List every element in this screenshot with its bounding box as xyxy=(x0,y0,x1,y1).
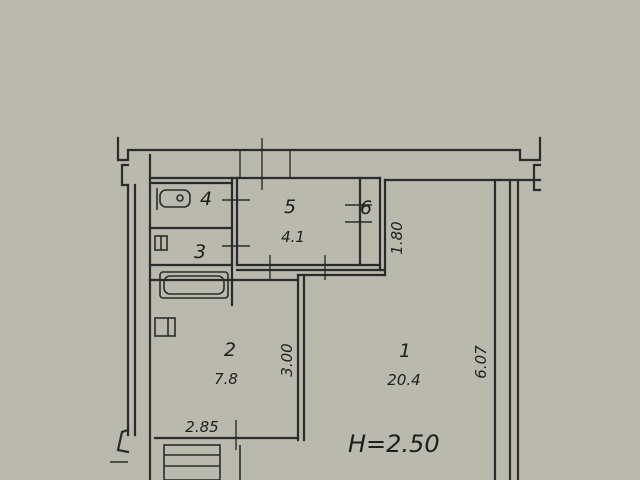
room-5-area: 4.1 xyxy=(281,228,305,246)
kitchen-sink-icon xyxy=(154,317,176,337)
room-5-number: 5 xyxy=(284,196,296,218)
room-2-length-dimension: 3.00 xyxy=(278,343,296,376)
bathtub-icon xyxy=(159,271,229,299)
room-4-number: 4 xyxy=(200,188,212,210)
room-1-number: 1 xyxy=(399,340,411,362)
room-6-number: 6 xyxy=(360,197,372,219)
room-2-number: 2 xyxy=(224,339,236,361)
room-1-length-dimension: 6.07 xyxy=(472,345,490,379)
window-top xyxy=(239,138,291,190)
room-2-area: 7.8 xyxy=(214,370,238,388)
room-1-area: 20.4 xyxy=(387,371,420,389)
sink-icon xyxy=(154,235,168,251)
toilet-icon xyxy=(156,188,191,210)
entrance-steps xyxy=(110,444,241,480)
outer-walls xyxy=(116,136,542,480)
corridor-length-dimension: 1.80 xyxy=(388,221,406,254)
ceiling-height-label: H=2.50 xyxy=(348,430,440,458)
interior-walls xyxy=(148,176,502,480)
door-marks xyxy=(222,199,372,450)
room-3-number: 3 xyxy=(194,241,206,263)
room-2-width-dimension: 2.85 xyxy=(185,418,218,436)
